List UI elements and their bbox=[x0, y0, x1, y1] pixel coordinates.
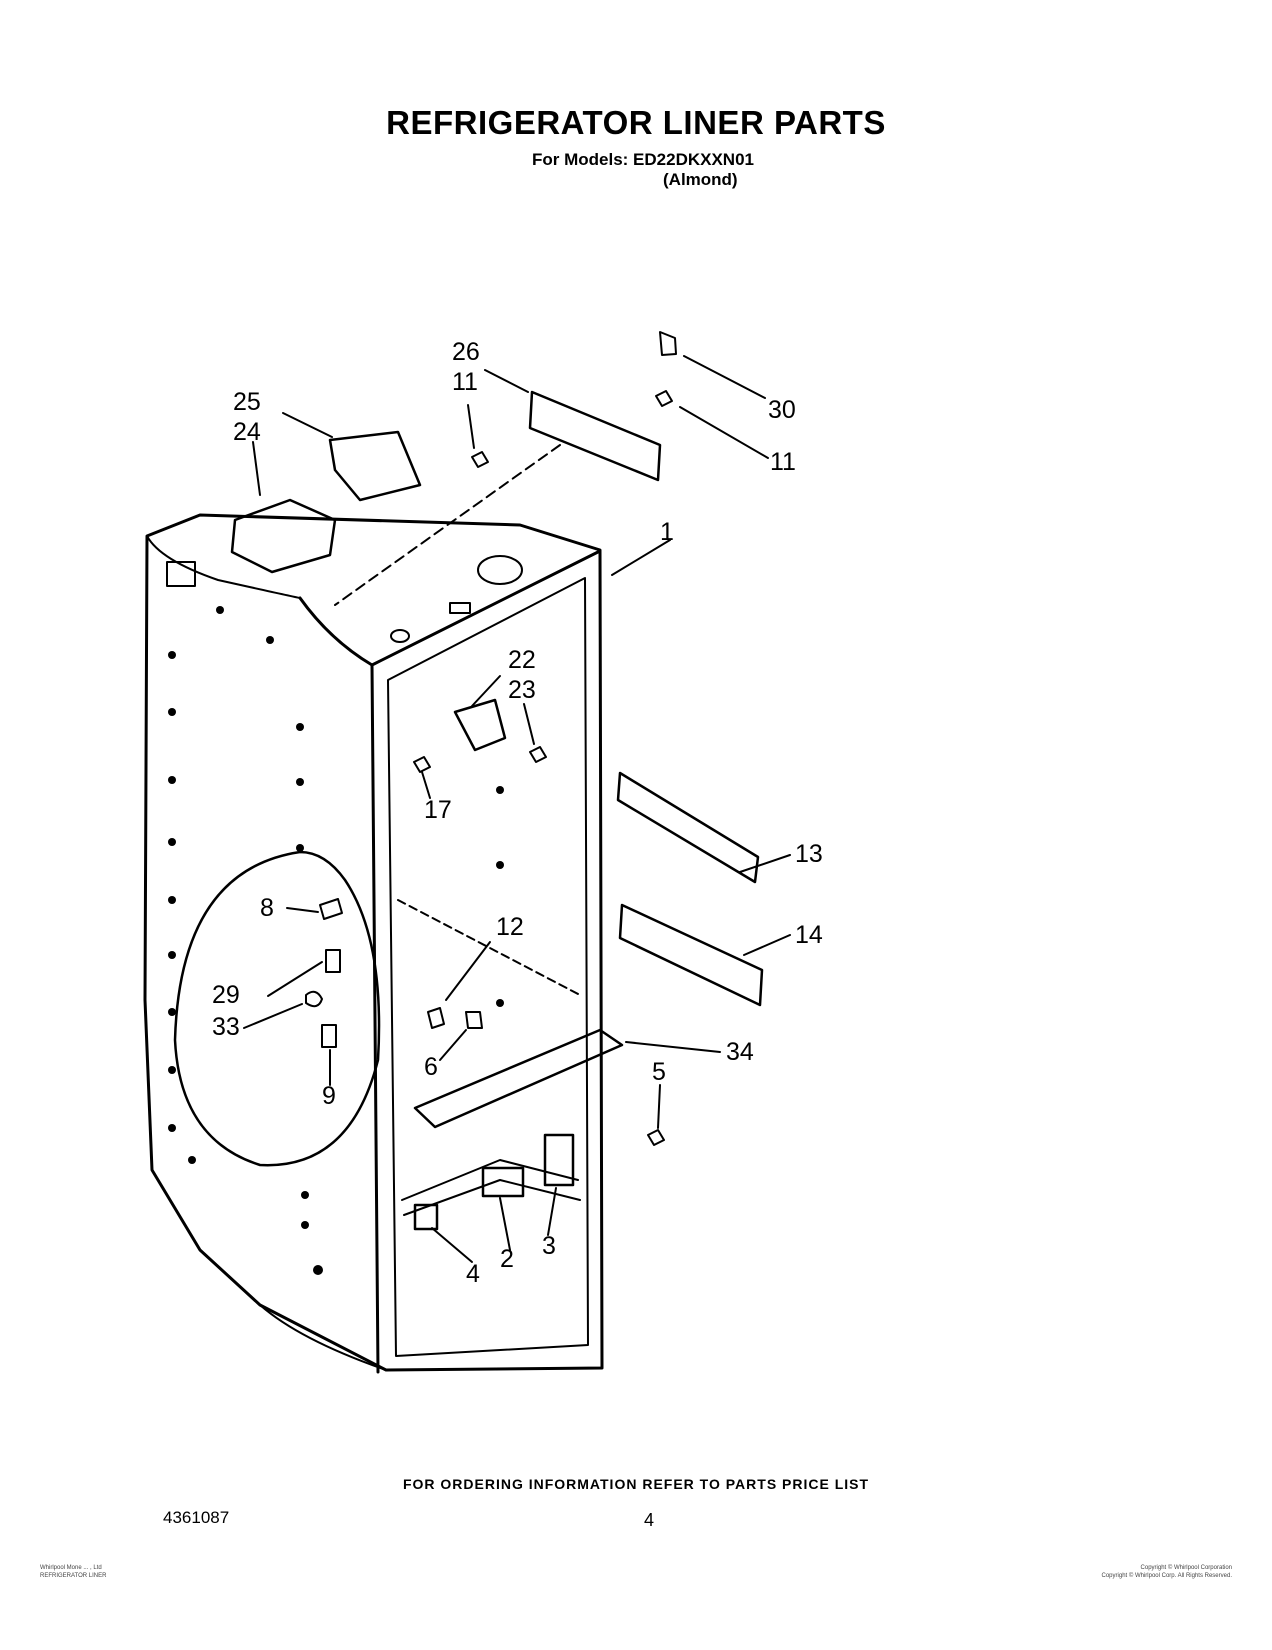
part-24-housing bbox=[230, 498, 337, 574]
callout-11-a: 11 bbox=[452, 368, 478, 396]
fine-print-left-line1: Whirlpool Mone ... , Ltd bbox=[40, 1565, 102, 1571]
leader-line-1 bbox=[611, 539, 671, 576]
leader-line-33 bbox=[243, 1003, 303, 1029]
part-13-rail bbox=[616, 771, 760, 884]
model-number: For Models: ED22DKXXN01 bbox=[532, 150, 754, 169]
part-29-socket bbox=[325, 949, 341, 973]
leader-line-11a bbox=[467, 404, 475, 449]
side-opening bbox=[166, 561, 196, 587]
part-33-bulb bbox=[305, 990, 323, 1008]
liner-left-wall bbox=[146, 535, 301, 599]
interior-floor-2 bbox=[403, 1179, 581, 1216]
part-11-screw-a bbox=[471, 451, 489, 468]
mounting-holes bbox=[168, 606, 504, 1275]
part-2 bbox=[481, 1166, 525, 1198]
callout-1: 1 bbox=[660, 518, 674, 546]
liner-front-outer bbox=[370, 550, 600, 1374]
liner-front-inner bbox=[387, 577, 589, 1357]
part-6-fastener bbox=[465, 1011, 483, 1029]
leader-line-29 bbox=[267, 961, 323, 997]
part-17-screw bbox=[413, 756, 431, 773]
leader-line-24 bbox=[252, 441, 261, 496]
part-30-clip bbox=[659, 331, 677, 356]
fine-print-left: Whirlpool Mone ... , Ltd REFRIGERATOR LI… bbox=[40, 1564, 106, 1580]
callout-13: 13 bbox=[795, 840, 823, 868]
leader-line-12 bbox=[445, 941, 491, 1001]
callout-25: 25 bbox=[233, 388, 261, 416]
page-title: REFRIGERATOR LINER PARTS bbox=[386, 104, 886, 141]
part-4 bbox=[413, 1203, 439, 1231]
leader-line-13 bbox=[739, 854, 791, 873]
part-3 bbox=[543, 1133, 575, 1187]
callout-2: 2 bbox=[500, 1245, 514, 1273]
callout-17: 17 bbox=[424, 796, 452, 824]
leader-line-2 bbox=[499, 1197, 511, 1251]
callout-6: 6 bbox=[424, 1053, 438, 1081]
top-slot bbox=[449, 602, 471, 614]
part-11-screw-b bbox=[655, 390, 673, 407]
detail-circle bbox=[173, 850, 381, 1167]
callout-34: 34 bbox=[726, 1038, 754, 1066]
ordering-info: FOR ORDERING INFORMATION REFER TO PARTS … bbox=[402, 1476, 870, 1492]
callout-4: 4 bbox=[466, 1260, 480, 1288]
interior-floor bbox=[401, 1159, 579, 1201]
leader-line-26 bbox=[484, 369, 529, 393]
fine-print-right-line1: Copyright © Whirlpool Corporation bbox=[1140, 1565, 1232, 1571]
top-opening-small bbox=[390, 629, 410, 643]
part-8-clip bbox=[319, 898, 343, 920]
part-26-rail bbox=[528, 390, 662, 482]
callout-22: 22 bbox=[508, 646, 536, 674]
part-22-bracket bbox=[453, 698, 507, 752]
callout-29: 29 bbox=[212, 981, 240, 1009]
callout-26: 26 bbox=[452, 338, 480, 366]
liner-top-edge bbox=[298, 596, 374, 667]
callout-9: 9 bbox=[322, 1082, 336, 1110]
leader-line-6 bbox=[439, 1029, 467, 1061]
fine-print-right: Copyright © Whirlpool Corporation Copyri… bbox=[1102, 1564, 1232, 1580]
leader-line-17 bbox=[421, 771, 431, 799]
part-9-switch bbox=[321, 1024, 337, 1048]
part-12-fastener bbox=[427, 1007, 445, 1029]
leader-line-5 bbox=[657, 1084, 661, 1129]
callout-5: 5 bbox=[652, 1058, 666, 1086]
leader-line-22 bbox=[471, 675, 501, 707]
part-5-screw bbox=[647, 1129, 665, 1146]
callout-8: 8 bbox=[260, 894, 274, 922]
page-number: 4 bbox=[644, 1510, 655, 1530]
callout-24: 24 bbox=[233, 418, 261, 446]
callout-30: 30 bbox=[768, 396, 796, 424]
callout-12: 12 bbox=[496, 913, 524, 941]
callout-33: 33 bbox=[212, 1013, 240, 1041]
leader-line-8 bbox=[286, 907, 319, 913]
leader-line-25 bbox=[282, 412, 333, 438]
top-opening bbox=[477, 555, 523, 585]
leader-line-11b bbox=[679, 406, 769, 459]
part-14-rail bbox=[618, 903, 764, 1007]
model-color: (Almond) bbox=[663, 170, 738, 189]
leader-line-30 bbox=[683, 355, 766, 399]
interior-line bbox=[397, 899, 581, 996]
leader-line-3 bbox=[547, 1187, 557, 1236]
part-25-bracket bbox=[328, 430, 422, 502]
fine-print-left-line2: REFRIGERATOR LINER bbox=[40, 1573, 107, 1579]
liner-bottom-curve bbox=[259, 1304, 387, 1371]
callout-11-b: 11 bbox=[770, 448, 796, 476]
part-34-cover bbox=[413, 1028, 624, 1129]
leader-line-23 bbox=[523, 703, 535, 745]
leader-line-4 bbox=[431, 1227, 473, 1263]
leader-line-rail-26 bbox=[334, 444, 561, 606]
fine-print-right-line2: Copyright © Whirlpool Corp. All Rights R… bbox=[1101, 1573, 1232, 1579]
callout-3: 3 bbox=[542, 1232, 556, 1260]
leader-line-34 bbox=[625, 1041, 721, 1053]
callout-23: 23 bbox=[508, 676, 536, 704]
callout-14: 14 bbox=[795, 921, 823, 949]
part-23-screw bbox=[529, 746, 547, 763]
leader-line-14 bbox=[743, 934, 791, 956]
document-part-number: 4361087 bbox=[163, 1508, 230, 1527]
